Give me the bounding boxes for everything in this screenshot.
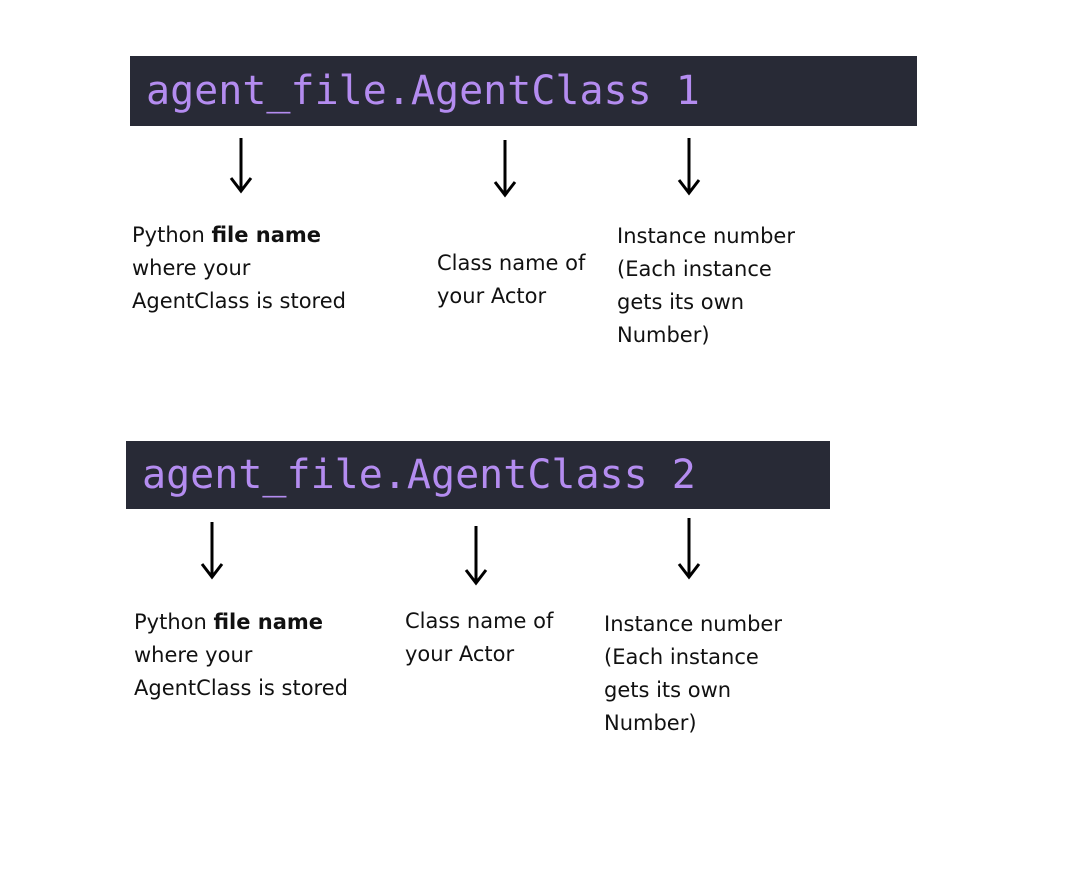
code-text-1: agent_file.AgentClass 1 bbox=[146, 68, 700, 114]
arrow-down-icon bbox=[200, 522, 224, 582]
instance-number-caption-2: Instance number (Each instance gets its … bbox=[604, 608, 782, 740]
caption-bold-text: file name bbox=[213, 610, 324, 634]
caption-text: (Each instance bbox=[604, 645, 759, 669]
class-name-caption-1: Class name of your Actor bbox=[437, 247, 585, 313]
caption-text: Class name of bbox=[405, 609, 554, 633]
caption-text: your Actor bbox=[405, 642, 515, 666]
arrow-down-icon bbox=[677, 138, 701, 198]
caption-text: AgentClass is stored bbox=[134, 676, 348, 700]
caption-text: your Actor bbox=[437, 284, 547, 308]
caption-bold-text: file name bbox=[211, 223, 322, 247]
code-text-2: agent_file.AgentClass 2 bbox=[142, 452, 696, 498]
caption-text: gets its own bbox=[604, 678, 732, 702]
file-name-caption-2: Python file name where your AgentClass i… bbox=[134, 606, 348, 705]
caption-text: Number) bbox=[617, 323, 710, 347]
arrow-down-icon bbox=[493, 140, 517, 200]
caption-text: Instance number bbox=[604, 612, 782, 636]
caption-text: Python bbox=[134, 610, 214, 634]
caption-text: where your bbox=[134, 643, 253, 667]
file-name-caption-1: Python file name where your AgentClass i… bbox=[132, 219, 346, 318]
caption-text: Python bbox=[132, 223, 212, 247]
instance-number-caption-1: Instance number (Each instance gets its … bbox=[617, 220, 795, 352]
caption-text: (Each instance bbox=[617, 257, 772, 281]
code-snippet-2: agent_file.AgentClass 2 bbox=[126, 441, 830, 509]
caption-text: Instance number bbox=[617, 224, 795, 248]
caption-text: AgentClass is stored bbox=[132, 289, 346, 313]
arrow-down-icon bbox=[677, 518, 701, 580]
arrow-down-icon bbox=[464, 526, 488, 586]
arrow-down-icon bbox=[229, 138, 253, 198]
class-name-caption-2: Class name of your Actor bbox=[405, 605, 553, 671]
caption-text: Number) bbox=[604, 711, 697, 735]
caption-text: where your bbox=[132, 256, 251, 280]
caption-text: Class name of bbox=[437, 251, 586, 275]
caption-text: gets its own bbox=[617, 290, 745, 314]
code-snippet-1: agent_file.AgentClass 1 bbox=[130, 56, 917, 126]
